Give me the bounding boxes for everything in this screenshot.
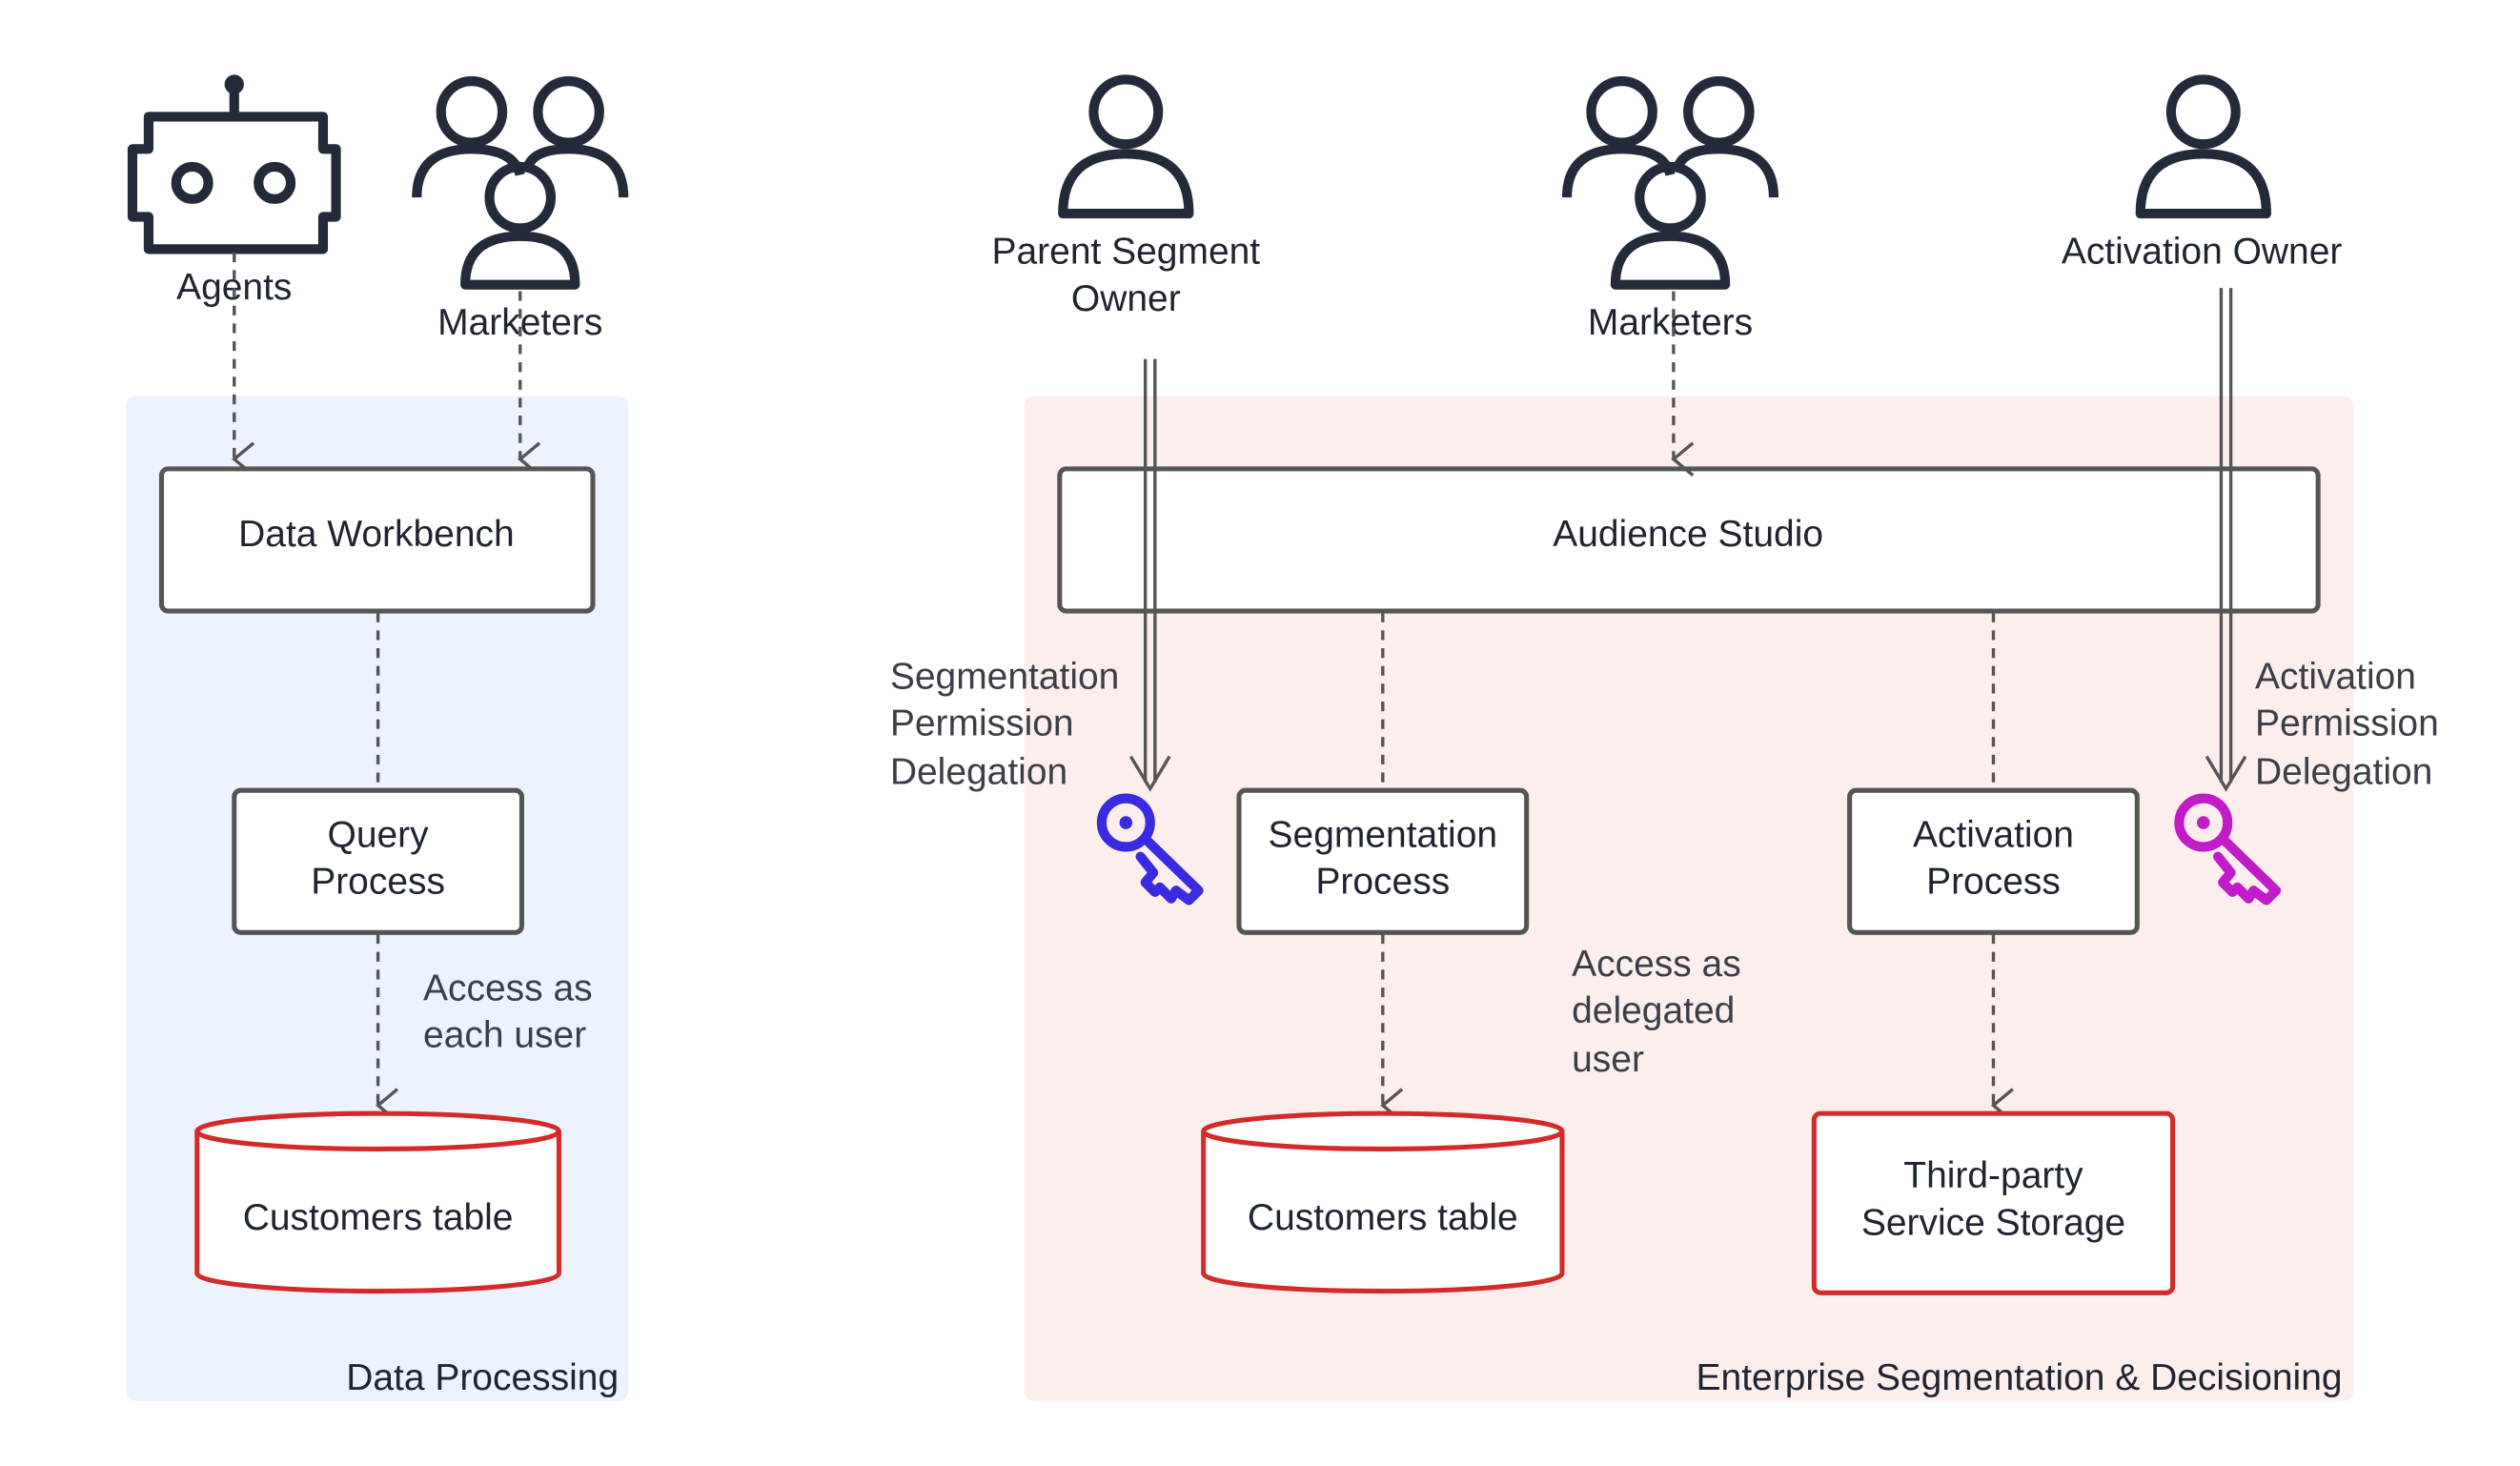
enterprise-region-label: Enterprise Segmentation & Decisioning [1697,1357,2343,1398]
data-workbench-label: Data Workbench [238,514,515,555]
customers-table-right-cylinder [1201,1110,1565,1294]
activation-delegation-note: Activation [2255,656,2416,697]
robot-icon [127,74,341,255]
segmentation-process-label: Process [1315,862,1450,903]
access-each-user-note: Access as [423,968,593,1009]
key-icon [2174,793,2282,906]
group-icon [1561,76,1779,290]
activation-delegation-note: Delegation [2255,751,2432,792]
activation-process-box [1847,787,2140,935]
access-delegated-note: Access as [1572,944,1741,985]
parent-segment-owner-label: Parent Segment [992,232,1261,273]
customers-table-left-cylinder [194,1110,561,1294]
segmentation-delegation-arrow [1128,358,1171,792]
activation-delegation-note: Permission [2255,703,2439,744]
query-process-label: Query [328,814,430,855]
key-icon [1096,793,1204,906]
activation-process-label: Process [1926,862,2061,903]
activation-delegation-arrow [2205,288,2247,792]
parent-segment-owner-label: Owner [1071,278,1181,319]
activation-owner-label: Activation Owner [2062,232,2343,273]
access-each-user-note: each user [423,1015,586,1056]
data-workbench-box [158,466,596,614]
customers-table-left-label: Customers table [243,1197,514,1238]
marketers-left-label: Marketers [437,302,602,343]
segmentation-delegation-note: Segmentation [890,656,1119,697]
marketers-right-label: Marketers [1588,302,1753,343]
access-delegated-note: delegated [1572,990,1735,1031]
data-processing-region-label: Data Processing [346,1357,619,1398]
person-icon [2135,74,2271,219]
segmentation-delegation-note: Permission [890,703,1074,744]
query-process-label: Process [311,862,445,903]
third-party-storage-label: Service Storage [1861,1202,2125,1243]
query-process-box [232,787,524,935]
third-party-storage-box [1811,1110,2176,1295]
segmentation-process-box [1236,787,1530,935]
access-delegated-note: user [1572,1039,1644,1080]
activation-process-label: Activation [1913,814,2074,855]
third-party-storage-label: Third-party [1903,1155,2083,1196]
customers-table-right-label: Customers table [1248,1197,1518,1238]
segmentation-process-label: Segmentation [1269,814,1497,855]
audience-studio-label: Audience Studio [1553,514,1823,555]
group-icon [412,76,629,290]
person-icon [1058,74,1194,219]
segmentation-delegation-note: Delegation [890,751,1067,792]
